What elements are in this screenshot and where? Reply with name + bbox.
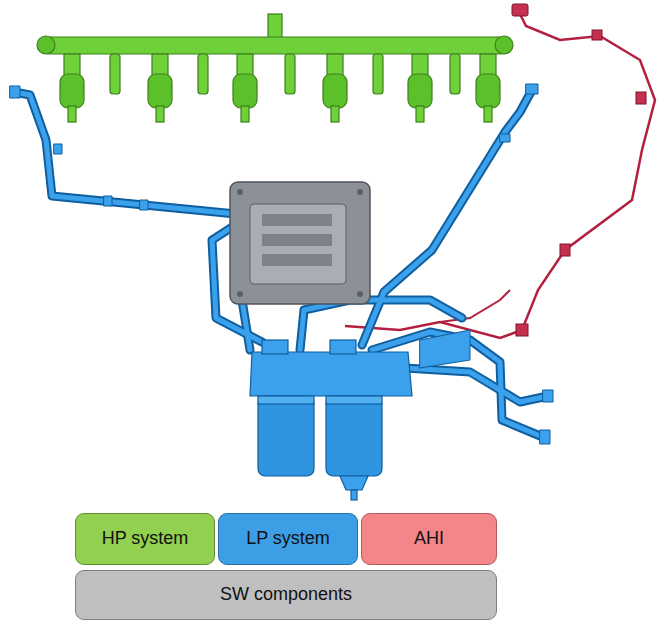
injector-nozzle — [156, 106, 164, 122]
injector-body — [476, 74, 500, 108]
lp-pipes — [10, 84, 553, 444]
fuel-filters — [250, 340, 412, 500]
rail-bracket — [285, 54, 295, 94]
pipe-brackets — [10, 84, 553, 444]
legend-box: HP system — [75, 513, 215, 565]
injector-body — [323, 74, 347, 108]
box-label: LP system — [246, 528, 330, 550]
injector-nozzle — [68, 106, 76, 122]
injector-body — [327, 54, 343, 76]
legend-box: LP system — [218, 513, 358, 565]
injector-body — [60, 74, 84, 108]
harness-clip — [636, 92, 646, 104]
rail-bracket — [373, 54, 383, 94]
injector-body — [408, 74, 432, 108]
injectors — [60, 54, 500, 122]
box-label: HP system — [102, 528, 189, 550]
legend-box: AHI — [361, 513, 497, 565]
pipe-body — [14, 90, 548, 438]
harness-clip — [592, 30, 602, 40]
harness-connector — [512, 4, 528, 16]
injector-nozzle — [331, 106, 339, 122]
rail-bracket — [110, 54, 120, 94]
ecu-housing — [230, 182, 370, 304]
harness-clip — [560, 244, 570, 256]
injector-nozzle — [241, 106, 249, 122]
box-label: SW components — [220, 584, 352, 606]
injector-body — [152, 54, 168, 76]
injector-body — [233, 74, 257, 108]
rail-bracket — [450, 54, 460, 94]
injector-body — [237, 54, 253, 76]
rail-bracket — [198, 54, 208, 94]
injector-body — [148, 74, 172, 108]
injector-body — [412, 54, 428, 76]
harness-clip — [516, 324, 528, 336]
hp-rail — [37, 14, 513, 122]
injector-body — [64, 54, 80, 76]
injector-nozzle — [416, 106, 424, 122]
harness-branch — [440, 290, 510, 322]
injector-body — [480, 54, 496, 76]
box-label: AHI — [414, 528, 444, 550]
injector-nozzle — [484, 106, 492, 122]
pipe-outline — [14, 90, 548, 438]
legend-box: SW components — [75, 570, 497, 620]
